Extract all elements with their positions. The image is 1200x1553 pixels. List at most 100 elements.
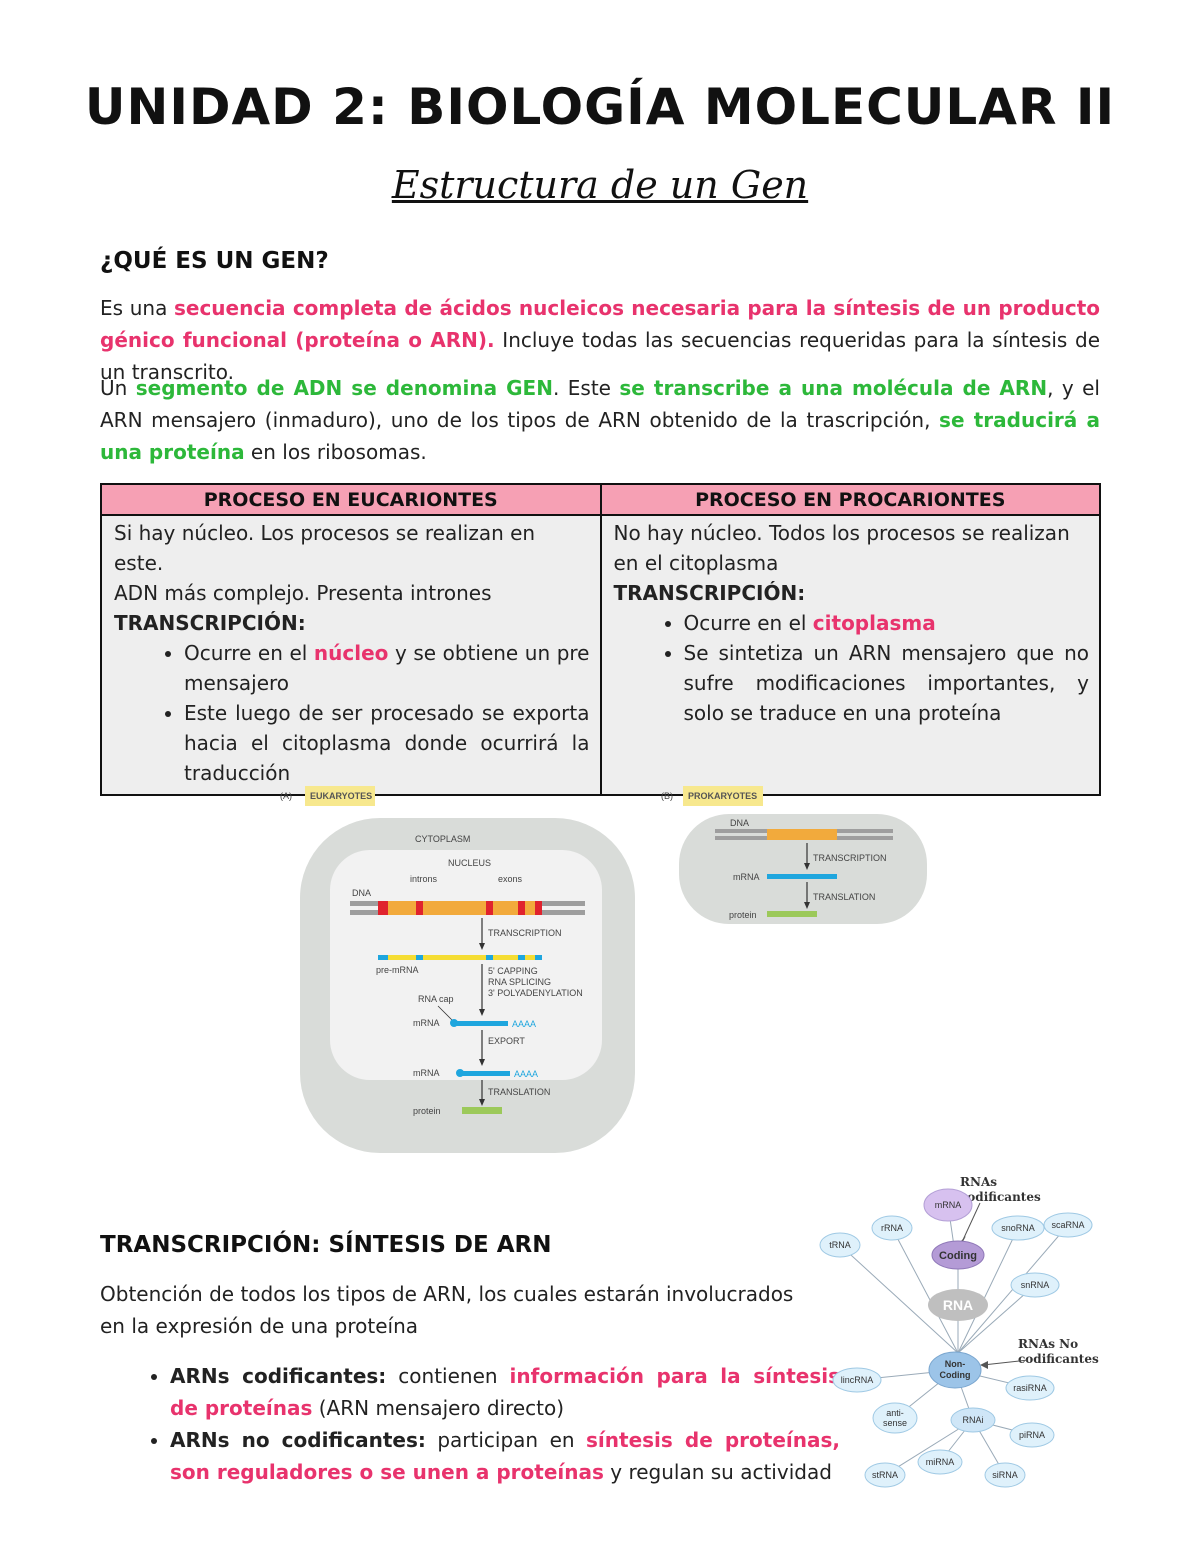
node-label: anti- [886,1408,904,1418]
scarna-node [1043,1212,1093,1238]
node-label: RNAi [962,1415,983,1425]
node-label: mRNA [935,1200,962,1210]
pre-mrna-segment [518,955,525,960]
pre-mrna-segment [535,955,542,960]
export-label: EXPORT [488,1036,525,1046]
process-label: 5' CAPPING [488,966,538,976]
rna-cap-label: RNA cap [418,994,454,1004]
translation-label: TRANSLATION [488,1087,550,1097]
text: participan en [425,1428,587,1452]
strna-node [864,1462,906,1488]
coding-rna-title: RNAs [960,1175,997,1189]
noncoding-rna-title: codificantes [1018,1352,1099,1366]
trna-node [819,1232,861,1258]
node-label: snRNA [1021,1280,1050,1290]
node-label: Coding [940,1370,971,1380]
node-label: miRNA [926,1457,955,1467]
text: Ocurre en el [683,611,813,635]
translation-label: TRANSLATION [813,892,875,902]
nucleus-label: NUCLEUS [448,858,491,868]
nucleus-shape [330,850,602,1080]
coding-node [931,1240,985,1270]
arrow-head [479,1059,485,1066]
snorna-node [991,1215,1045,1241]
rna-network-diagram: RNAs codificantes RNAs No codificantes m… [819,1175,1099,1488]
dna-segment [486,901,493,915]
rnai-node [950,1407,996,1433]
dna-label: DNA [730,818,749,828]
noncoding-rna-title: RNAs No [1018,1337,1078,1351]
lincrna-node [832,1367,882,1393]
panel-label: (B) [661,791,673,801]
sirna-node [984,1462,1026,1488]
transcription-label: TRANSCRIPTION [813,853,887,863]
mirna-node [917,1449,963,1475]
arrow-head [804,863,810,870]
tag-background [305,786,375,806]
pointer-line [961,1202,981,1243]
section-heading-transcription: TRANSCRIPCIÓN: SÍNTESIS DE ARN [100,1232,552,1258]
bullet-list: Ocurre en el citoplasma Se sintetiza un … [614,608,1090,728]
node-label: siRNA [992,1470,1018,1480]
cell-subheading: TRANSCRIPCIÓN: [613,581,806,605]
antisense-node [872,1402,918,1434]
node-label: RNA [943,1297,973,1313]
polya-label: AAAA [514,1069,538,1079]
page-subtitle: Estructura de un Gen [391,163,809,207]
table-cell-eukaryotes: Si hay núcleo. Los procesos se realizan … [100,514,602,796]
rna-center-node [928,1289,988,1321]
dna-segment [535,901,542,915]
highlight-text: información para la síntesis de proteína… [170,1364,840,1420]
exons-label: exons [498,874,523,884]
paragraph-gene-definition: Es una secuencia completa de ácidos nucl… [100,292,1100,388]
pointer-line [437,1005,453,1021]
text: , y el ARN mensajero (inmaduro), uno de … [100,376,1100,432]
protein-bar [462,1107,502,1114]
text: y regulan su actividad [603,1460,832,1484]
node-label: lincRNA [841,1375,874,1385]
text: en los ribosomas. [244,440,427,464]
cytoplasm-label: CYTOPLASM [415,834,470,844]
mrna-strand [767,874,837,879]
text: y se obtiene un pre mensajero [184,641,590,695]
paragraph-gene-segment: Un segmento de ADN se denomina GEN. Este… [100,372,1100,468]
cell-line: No hay núcleo. Todos los procesos se rea… [613,521,1070,575]
mrna-label: mRNA [413,1068,440,1078]
section-heading-gene: ¿QUÉ ES UN GEN? [100,248,329,274]
node-label: scaRNA [1051,1220,1084,1230]
text: Incluye todas las secuencias requeridas … [100,328,1100,384]
list-item: Se sintetiza un ARN mensajero que no suf… [684,638,1090,728]
highlight-text: segmento de ADN se denomina GEN [135,376,553,400]
eukaryotes-figure: (A) EUKARYOTES CYTOPLASM NUCLEUS introns… [280,786,635,1153]
list-item: Este luego de ser procesado se exporta h… [184,698,590,788]
introns-label: introns [410,874,438,884]
pre-mrna-label: pre-mRNA [376,965,419,975]
dna-label: DNA [352,888,371,898]
cell-line: ADN más complejo. Presenta intrones [114,581,492,605]
text: (ARN mensajero directo) [312,1396,565,1420]
pre-mrna-segment [416,955,423,960]
list-item: ARNs no codificantes: participan en sínt… [170,1424,840,1488]
bullet-list: Ocurre en el núcleo y se obtiene un pre … [114,638,590,788]
mrna-strand [454,1021,508,1026]
node-label: snoRNA [1001,1223,1035,1233]
pre-mrna-segment [378,955,388,960]
text: Ocurre en el [184,641,314,665]
snrna-node [1010,1272,1060,1298]
protein-bar [767,911,817,917]
cell-subheading: TRANSCRIPCIÓN: [114,611,306,635]
table-header-prokaryotes: PROCESO EN PROCARIONTES [599,483,1101,516]
protein-label: protein [729,910,757,920]
arrow-head [479,943,485,950]
mrna-label: mRNA [733,872,760,882]
eukaryotes-tag: EUKARYOTES [310,791,372,801]
node-label: piRNA [1019,1430,1045,1440]
paragraph-transcription-intro: Obtención de todos los tipos de ARN, los… [100,1282,794,1338]
node-label: tRNA [829,1240,851,1250]
arrow-head [479,1099,485,1106]
rna-types-list: ARNs codificantes: contienen información… [130,1360,840,1488]
coding-rna-title: codificantes [960,1190,1041,1204]
table-header-eukaryotes: PROCESO EN EUCARIONTES [100,483,602,516]
highlight-text: síntesis de proteínas, son reguladores o… [170,1428,840,1484]
pre-mrna-segment [486,955,493,960]
